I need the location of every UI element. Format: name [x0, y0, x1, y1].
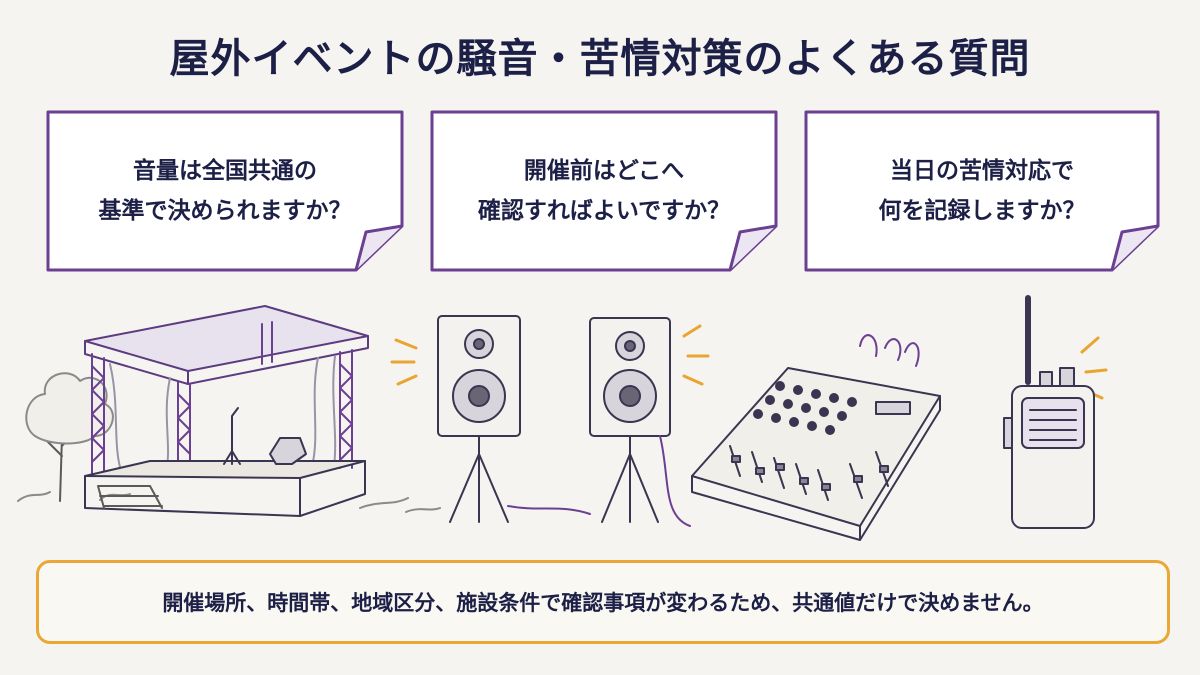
note-frame: [46, 110, 404, 272]
question-text: 開催前はどこへ 確認すればよいですか？: [477, 157, 731, 224]
speaker-icon: [589, 317, 691, 527]
question-text: 音量は全国共通の 基準で決められますか？: [98, 157, 352, 224]
note-frame: [430, 110, 778, 272]
event-equipment-illustration: [17, 295, 1108, 541]
question-card-volume: 音量は全国共通の 基準で決められますか？: [44, 108, 406, 274]
question-text: 当日の苦情対応で 何を記録しますか？: [878, 157, 1086, 224]
stage-icon: [84, 305, 369, 517]
bottom-note-text: 開催場所、時間帯、地域区分、施設条件で確認事項が変わるため、共通値だけで決めませ…: [162, 591, 1044, 615]
walkie-talkie-icon: [1003, 295, 1095, 529]
bottom-note: 開催場所、時間帯、地域区分、施設条件で確認事項が変わるため、共通値だけで決めませ…: [36, 560, 1170, 644]
note-frame: [804, 110, 1160, 272]
question-card-contact: 開催前はどこへ 確認すればよいですか？: [428, 108, 780, 274]
mixer-icon: [691, 334, 941, 541]
page-title: 屋外イベントの騒音・苦情対策のよくある質問: [169, 36, 1031, 82]
speaker-icon: [437, 315, 591, 523]
tree-icon: [17, 372, 131, 502]
question-card-record: 当日の苦情対応で 何を記録しますか？: [802, 108, 1162, 274]
